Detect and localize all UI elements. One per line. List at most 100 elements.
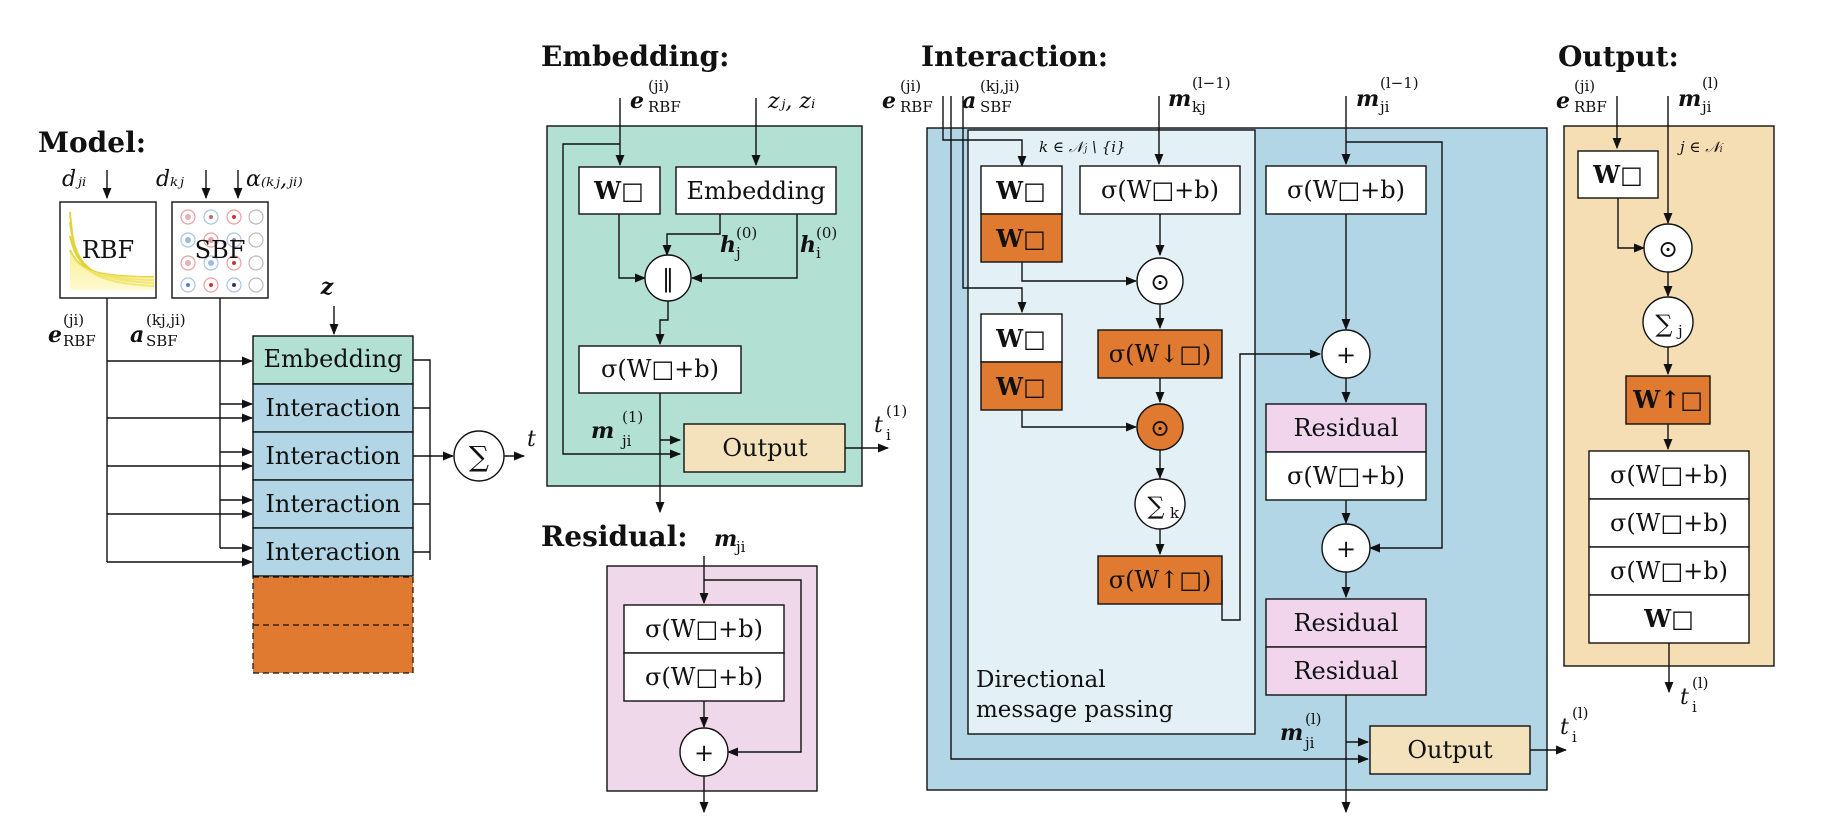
interaction-odot-1-symbol: ⊙ [1150,268,1170,296]
output-dense-1-box [1588,450,1750,500]
model-a-sbf-sub: SBF [146,332,178,350]
interaction-k-set: k ∈ 𝒩ⱼ \ {i} [1039,138,1126,156]
residual-m-input: m [714,526,737,552]
interaction-title: Interaction: [921,40,1108,73]
stack-interaction-label: Interaction [265,394,400,422]
model-output-t: t [527,427,536,452]
embedding-m-out-sub: ji [620,432,632,450]
output-m-sup: (l) [1702,74,1719,92]
embedding-z-input: zⱼ, zᵢ [767,89,815,114]
residual-dense-2 [623,652,785,702]
residual-m-sub: ji [734,538,746,556]
model-a-sbf: a [130,322,144,348]
residual-panel: Residual: m ji σ(W□+b) σ(W□+b) + [541,520,818,814]
embedding-panel: Embedding: e (ji) RBF zⱼ, zᵢ W□ Embeddin… [541,40,907,514]
interaction-w1-label: W□ [995,176,1046,205]
interaction-dense-kj-label: σ(W□+b) [1101,176,1219,204]
interaction-up-box [1097,555,1223,605]
interaction-plus-2-symbol: + [1336,535,1356,563]
embedding-hj-sup: (0) [736,224,757,242]
embedding-dense-label: σ(W□+b) [601,355,719,383]
embedding-t-out: t [874,413,883,438]
sbf-block: SBF [171,201,269,299]
model-e-rbf: e [48,322,62,348]
output-m-sub: ji [1700,98,1712,116]
interaction-mkj-sub: kj [1192,98,1206,116]
embedding-hi: h [800,232,816,258]
embedding-embedding-label: Embedding [686,177,825,205]
rbf-label: RBF [82,236,134,264]
interaction-w4-box [980,361,1063,411]
residual-dense-2-label: σ(W□+b) [645,663,763,691]
residual-title: Residual: [541,520,688,553]
interaction-residual-2-box [1265,598,1427,648]
interaction-m-out-sup: (l) [1305,710,1322,728]
interaction-e-input: e [882,88,896,114]
interaction-w3-box [980,313,1063,363]
interaction-mji-sup: (l−1) [1380,74,1419,92]
model-panel: Model: dⱼᵢ dₖⱼ α₍ₖⱼ,ⱼᵢ₎ RBF [38,126,536,674]
interaction-residual-1-label: Residual [1293,414,1398,442]
interaction-odot-2-symbol: ⊙ [1150,414,1170,442]
embedding-e-sup: (ji) [648,77,669,95]
output-sum-j-sub: j [1676,322,1683,340]
embedding-t-out-sup: (1) [886,402,907,420]
output-dense-3-label: σ(W□+b) [1610,557,1728,585]
output-e-sup: (ji) [1574,77,1595,95]
directional-message-passing-line2: message passing [976,697,1174,723]
output-dense-1-label: σ(W□+b) [1610,461,1728,489]
embedding-title: Embedding: [541,40,729,73]
interaction-mji-sub: ji [1378,98,1390,116]
stack-interaction-label: Interaction [265,490,400,518]
embedding-m-out-sup: (1) [622,408,643,426]
stack-embedding-label: Embedding [263,345,402,373]
model-z-input: z [320,274,334,300]
interaction-m-out: m [1280,720,1303,746]
embedding-hi-sub: i [816,244,821,262]
stack-interaction-label: Interaction [265,442,400,470]
interaction-residual-3-box [1265,646,1427,696]
embedding-output-label: Output [722,434,808,462]
output-w-final-box [1588,594,1750,644]
interaction-e-sub: RBF [900,98,933,116]
output-w-box [1577,150,1659,199]
interaction-sum-k-symbol: ∑ [1147,492,1164,520]
residual-dense-1-label: σ(W□+b) [645,615,763,643]
embedding-hj: h [720,232,736,258]
interaction-residual-3-label: Residual [1293,657,1398,685]
embedding-e-sub: RBF [648,98,681,116]
output-t-out: t [1680,685,1689,710]
output-e-input: e [1556,88,1570,114]
output-title: Output: [1558,40,1679,73]
sbf-label: SBF [195,236,246,264]
output-w-final-label: W□ [1643,604,1694,633]
model-e-rbf-sub: RBF [63,332,96,350]
rbf-block: RBF [59,201,157,299]
model-e-rbf-sup: (ji) [63,311,84,329]
interaction-a-sup: (kj,ji) [980,77,1020,95]
interaction-up-label: σ(W↑□) [1109,566,1212,594]
output-t-out-sup: (l) [1692,674,1709,692]
interaction-dense-ji-box [1265,165,1427,215]
interaction-dense-ji-label: σ(W□+b) [1287,176,1405,204]
residual-dense-1 [623,604,785,654]
rbf-curves-icon [69,211,155,287]
output-up-box [1625,375,1711,425]
stack-interaction-4 [252,527,414,577]
model-input-alpha: α₍ₖⱼ,ⱼᵢ₎ [246,167,303,192]
interaction-t-out: t [1560,715,1569,740]
embedding-concat-symbol: ‖ [662,265,674,294]
interaction-mkj-input: m [1168,86,1191,112]
directional-message-passing-line1: Directional [976,667,1106,693]
residual-plus-symbol: + [694,739,714,767]
interaction-w4-label: W□ [995,372,1046,401]
interaction-mkj-sup: (l−1) [1192,74,1231,92]
output-sum-j-symbol: ∑ [1655,310,1672,338]
stack-embedding [252,335,414,385]
interaction-t-out-sub: i [1572,728,1577,746]
interaction-dense-kj-box [1079,165,1241,215]
interaction-down-label: σ(W↓□) [1109,340,1212,368]
output-j-set: j ∈ 𝒩ᵢ [1677,138,1724,156]
output-dense-3-box [1588,546,1750,596]
embedding-w-label: W□ [593,176,644,205]
